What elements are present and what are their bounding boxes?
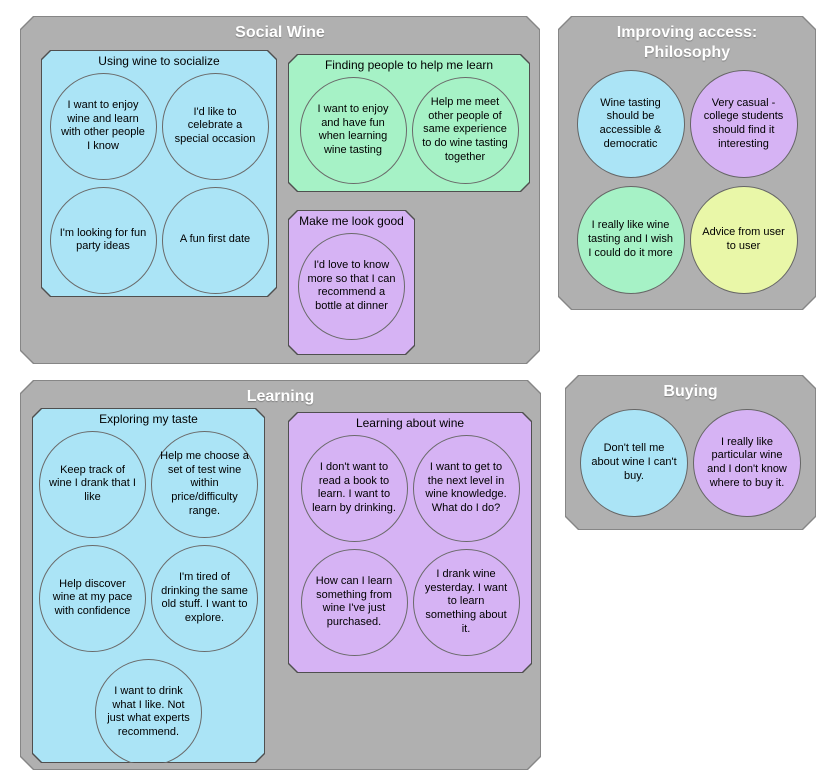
sticky-note-label: A fun first date xyxy=(179,233,251,246)
cluster-title-learning-about-wine: Learning about wine xyxy=(355,416,465,430)
group-title-buying: Buying xyxy=(663,383,718,400)
sticky-note-label: I'd love to know more so that I can reco… xyxy=(307,258,396,313)
sticky-note[interactable]: I really like wine tasting and I wish I … xyxy=(577,186,685,294)
sticky-note[interactable]: Very casual - college students should fi… xyxy=(690,70,798,178)
cluster-title-finding-people-to-help-me-learn: Finding people to help me learn xyxy=(324,58,494,72)
sticky-note[interactable]: I want to enjoy and have fun when learni… xyxy=(300,77,407,184)
cluster-notes: I don't want to read a book to learn. I … xyxy=(288,432,532,656)
sticky-note[interactable]: Help me meet other people of same experi… xyxy=(412,77,519,184)
sticky-note-label: Advice from user to user xyxy=(702,226,785,252)
sticky-note-label: Very casual - college students should fi… xyxy=(703,96,784,150)
sticky-note-label: How can I learn something from wine I've… xyxy=(315,574,393,629)
cluster-title-make-me-look-good: Make me look good xyxy=(299,214,404,228)
sticky-note[interactable]: I'm tired of drinking the same old stuff… xyxy=(151,545,258,652)
sticky-note-label: I'm looking for fun party ideas xyxy=(59,226,147,253)
sticky-note-label: Don't tell me about wine I can't buy. xyxy=(591,442,677,482)
group-title-learning: Learning xyxy=(246,388,315,405)
sticky-note[interactable]: Advice from user to user xyxy=(690,186,798,294)
sticky-note-label: Wine tasting should be accessible & demo… xyxy=(599,96,662,150)
cluster-notes: I want to enjoy and have fun when learni… xyxy=(288,74,530,184)
sticky-note[interactable]: A fun first date xyxy=(162,187,269,294)
group-title-social-wine: Social Wine xyxy=(235,24,325,41)
sticky-note[interactable]: Keep track of wine I drank that I like xyxy=(39,431,146,538)
cluster-title-using-wine-to-socialize: Using wine to socialize xyxy=(98,54,220,68)
sticky-note-label: I'm tired of drinking the same old stuff… xyxy=(161,570,248,625)
sticky-note[interactable]: How can I learn something from wine I've… xyxy=(301,549,408,656)
sticky-note[interactable]: I'm looking for fun party ideas xyxy=(50,187,157,294)
sticky-note-label: I'd like to celebrate a special occasion xyxy=(174,105,256,146)
sticky-note-label: I really like wine tasting and I wish I … xyxy=(588,219,673,259)
cluster-notes: I want to enjoy wine and learn with othe… xyxy=(41,70,277,294)
sticky-note[interactable]: I want to drink what I like. Not just wh… xyxy=(95,659,202,766)
group-notes: Wine tasting should be accessible & demo… xyxy=(558,65,816,294)
sticky-note-label: I want to drink what I like. Not just wh… xyxy=(107,684,190,739)
sticky-note[interactable]: I'd like to celebrate a special occasion xyxy=(162,73,269,180)
sticky-note-label: I really like particular wine and I don'… xyxy=(707,435,787,489)
sticky-note-label: I want to enjoy and have fun when learni… xyxy=(317,102,389,157)
cluster-notes: I'd love to know more so that I can reco… xyxy=(288,230,415,340)
group-notes: Don't tell me about wine I can't buy. I r… xyxy=(565,404,816,517)
cluster-title-exploring-my-taste: Exploring my taste xyxy=(99,412,198,426)
cluster-finding-people-to-help-me-learn[interactable]: Finding people to help me learn I want to… xyxy=(288,54,530,192)
sticky-note[interactable]: Help me choose a set of test wine within… xyxy=(151,431,258,538)
cluster-learning-about-wine[interactable]: Learning about wine I don't want to read … xyxy=(288,412,532,673)
sticky-note[interactable]: Wine tasting should be accessible & demo… xyxy=(577,70,685,178)
sticky-note[interactable]: I drank wine yesterday. I want to learn … xyxy=(413,549,520,656)
sticky-note[interactable]: I really like particular wine and I don'… xyxy=(693,409,801,517)
sticky-note-label: Keep track of wine I drank that I like xyxy=(49,463,136,504)
sticky-note-label: I drank wine yesterday. I want to learn … xyxy=(424,567,508,635)
sticky-note[interactable]: Don't tell me about wine I can't buy. xyxy=(580,409,688,517)
sticky-note[interactable]: I'd love to know more so that I can reco… xyxy=(298,233,405,340)
sticky-note[interactable]: I want to get to the next level in wine … xyxy=(413,435,520,542)
cluster-using-wine-to-socialize[interactable]: Using wine to socialize I want to enjoy w… xyxy=(41,50,277,297)
sticky-note-label: Help me choose a set of test wine within… xyxy=(160,449,249,517)
sticky-note[interactable]: Help discover wine at my pace with confi… xyxy=(39,545,146,652)
sticky-note-label: I want to get to the next level in wine … xyxy=(425,460,507,515)
sticky-note-label: I want to enjoy wine and learn with othe… xyxy=(61,98,145,153)
sticky-note-label: Help discover wine at my pace with confi… xyxy=(52,577,133,618)
sticky-note[interactable]: I don't want to read a book to learn. I … xyxy=(301,435,408,542)
sticky-note-label: Help me meet other people of same experi… xyxy=(422,95,508,163)
group-title-improving-access-philosophy: Improving access: Philosophy xyxy=(616,24,758,61)
sticky-note-label: I don't want to read a book to learn. I … xyxy=(312,460,396,515)
sticky-note[interactable]: I want to enjoy wine and learn with othe… xyxy=(50,73,157,180)
